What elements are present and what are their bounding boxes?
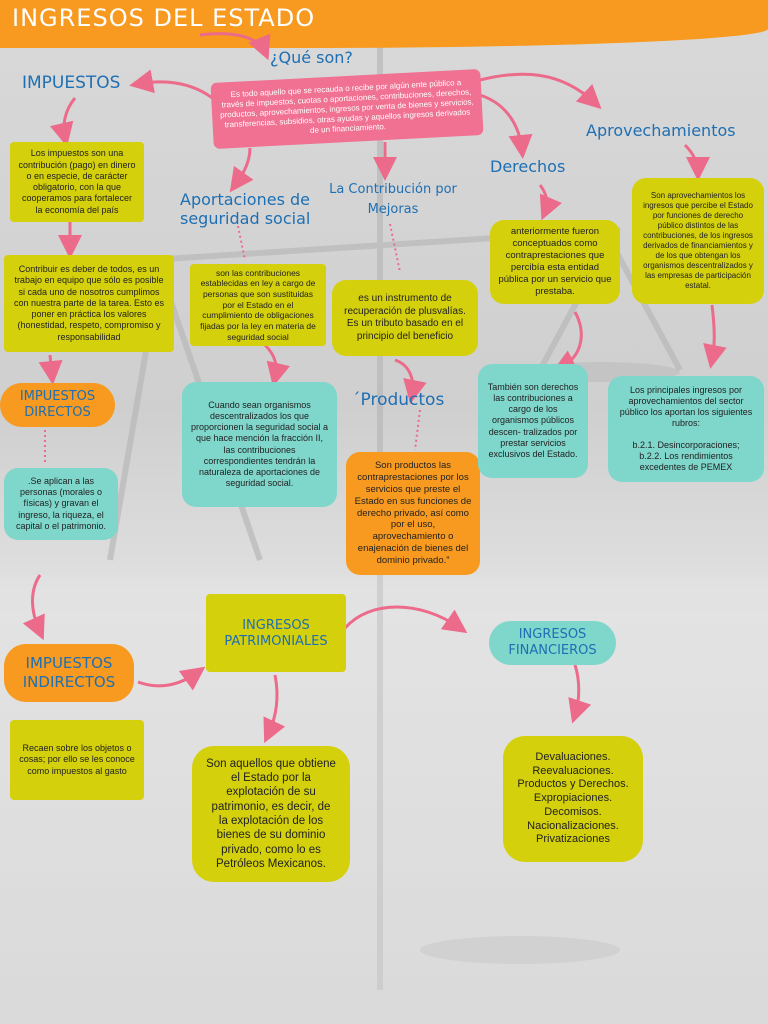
ingresos-patrimoniales-box: Son aquellos que obtiene el Estado por l… <box>192 746 350 882</box>
derechos-anteriormente-box: anteriormente fueron conceptuados como c… <box>490 220 620 304</box>
definition-box: Es todo aquello que se recauda o recibe … <box>210 68 484 150</box>
financiero-item: Devaluaciones. <box>535 750 611 763</box>
aprovechamientos-box: Son aprovechamientos los ingresos que pe… <box>632 178 764 304</box>
aportaciones-organismos-box: Cuando sean organismos descentralizados … <box>182 382 337 507</box>
financiero-item: Privatizaciones <box>536 833 610 846</box>
aprovechamientos-rubros-box: Los principales ingresos por aprovechami… <box>608 376 764 482</box>
impuestos-directos-title: IMPUESTOS DIRECTOS <box>0 383 115 427</box>
mejoras-title: La Contribución por Mejoras <box>329 182 457 217</box>
impuestos-definition-box: Los impuestos son una contribución (pago… <box>10 142 144 222</box>
financiero-item: Productos y Derechos. <box>517 778 629 791</box>
derechos-title: Derechos <box>490 157 566 176</box>
rubro-rendimientos-pemex: b.2.2. Los rendimientos excedentes de PE… <box>639 450 733 473</box>
ingresos-financieros-box: Devaluaciones. Reevaluaciones. Productos… <box>503 736 643 862</box>
que-son-title: ¿Qué son? <box>270 48 353 67</box>
aprovechamientos-title: Aprovechamientos <box>586 121 736 140</box>
impuestos-title: IMPUESTOS <box>22 73 121 93</box>
derechos-tambien-box: También son derechos las contribuciones … <box>478 364 588 478</box>
header-banner <box>0 0 768 48</box>
aportaciones-title: Aportaciones de seguridad social <box>180 190 311 229</box>
financiero-item: Expropiaciones. <box>533 792 613 805</box>
impuestos-indirectos-title: IMPUESTOS INDIRECTOS <box>4 644 134 702</box>
rubro-desincorporaciones: b.2.1. Desincorporaciones; <box>632 439 740 450</box>
productos-box: Son productos las contraprestaciones por… <box>346 452 480 575</box>
rubros-intro: Los principales ingresos por aprovechami… <box>619 384 753 429</box>
mejoras-box: es un instrumento de recuperación de plu… <box>332 280 478 356</box>
impuestos-indirectos-box: Recaen sobre los objetos o cosas; por el… <box>10 720 144 800</box>
financiero-item: Reevaluaciones. <box>532 764 614 777</box>
financiero-item: Decomisos. <box>544 805 602 818</box>
impuestos-directos-box: .Se aplican a las personas (morales o fí… <box>4 468 118 540</box>
ingresos-patrimoniales-title: INGRESOS PATRIMONIALES <box>206 594 346 672</box>
financiero-item: Nacionalizaciones. <box>527 819 619 832</box>
impuestos-deber-box: Contribuir es deber de todos, es un trab… <box>4 255 174 352</box>
ingresos-financieros-title: INGRESOS FINANCIEROS <box>489 621 616 665</box>
aportaciones-box: son las contribuciones establecidas en l… <box>190 264 326 346</box>
productos-title: ´Productos <box>352 390 445 410</box>
page-title: INGRESOS DEL ESTADO <box>12 4 316 32</box>
